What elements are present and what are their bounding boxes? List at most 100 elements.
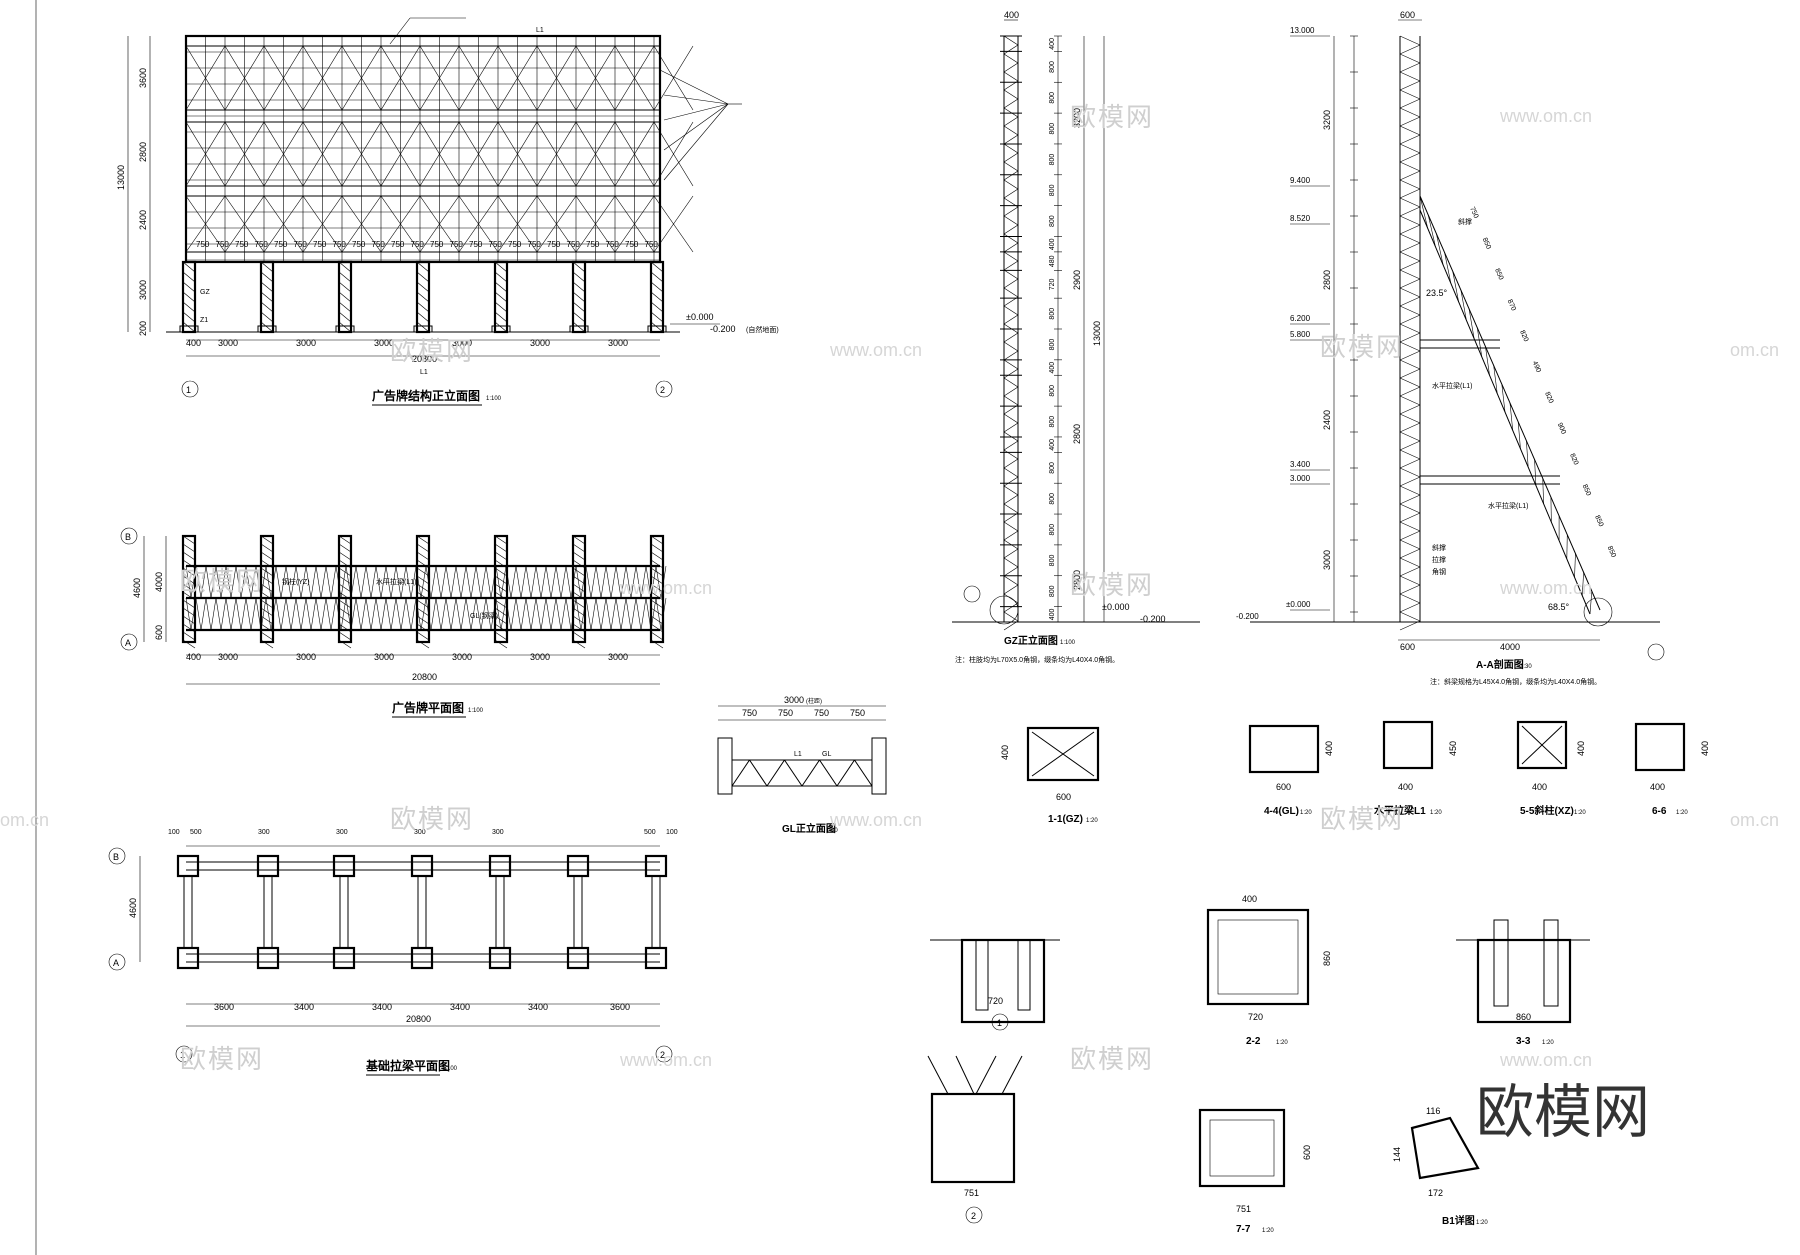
plan-lacing: [540, 597, 547, 631]
gz-lacing-diag: [1003, 377, 1019, 388]
plan-lacing: [460, 597, 467, 631]
plan-lacing: [625, 597, 632, 631]
detail-1-marker: [991, 1013, 1009, 1031]
elevation-left-dim-5: 200: [138, 321, 148, 336]
gz-lacing-diag: [1003, 305, 1019, 316]
elevation-ground-note: (自然地面): [746, 325, 779, 334]
plan-lacing: [240, 565, 247, 599]
plan-lacing: [575, 565, 582, 599]
plan-lacing: [220, 565, 227, 599]
elevation-brace: [283, 195, 304, 225]
plan-lacing: [600, 565, 607, 599]
foundation-pier-b: [176, 854, 200, 878]
plan-lacing: [245, 565, 252, 599]
watermark-cn-3: 欧模网: [1320, 332, 1404, 362]
plan-lacing: [615, 565, 622, 599]
detail-3-width: 860: [1516, 1012, 1531, 1022]
foundation-frame: [176, 845, 668, 970]
aa-lacing-diag: [1399, 503, 1421, 514]
aa-brace-dim: 870: [1506, 298, 1517, 312]
detail-4-marker: [965, 1206, 983, 1224]
aa-brace-dim: 850: [1593, 514, 1604, 528]
aa-level-value: 6.200: [1290, 314, 1311, 323]
gz-lacing-diag: [1003, 251, 1019, 262]
gl-sub-dim-3: 750: [814, 708, 829, 718]
plan-column-lacing: [572, 535, 586, 545]
gz-seg-dim: 800: [1049, 61, 1056, 73]
plan-column-lacing: [650, 599, 664, 609]
elevation-column-lacing: [494, 291, 508, 303]
elevation-brace: [400, 77, 421, 111]
foundation-bay-dim-2: 3400: [294, 1002, 314, 1012]
gl-top-note: (柱距): [806, 697, 822, 705]
plan-column-lacing: [338, 575, 352, 585]
aa-level-value: -0.200: [1236, 612, 1259, 621]
elevation-brace: [419, 45, 440, 79]
plan-lacing: [585, 597, 592, 631]
elevation-column-lacing: [260, 261, 274, 273]
plan-scale: 1:100: [468, 708, 484, 714]
plan-lacing: [305, 597, 312, 631]
aa-lacing-diag: [1399, 170, 1421, 181]
plan-column-lacing: [572, 551, 586, 561]
elevation-column-lacing: [338, 301, 352, 313]
gz-lacing-diag: [1003, 458, 1019, 469]
gz-lacing-diag: [1003, 494, 1019, 505]
plan-column-lacing: [338, 639, 352, 649]
plan-column-lacing: [572, 639, 586, 649]
aa-lacing-diag: [1399, 80, 1421, 91]
elevation-brace: [595, 77, 616, 111]
foundation-pier-a: [256, 946, 280, 970]
elevation-brace: [341, 195, 362, 225]
plan-lacing: [430, 565, 437, 599]
gl-left-column: [717, 737, 733, 795]
elevation-brace: [224, 121, 245, 155]
plan-grid-marker-b: [120, 527, 138, 545]
plan-lacing: [605, 565, 612, 599]
aa-lacing-diag: [1399, 143, 1421, 154]
section-1-box: [1026, 726, 1100, 782]
aa-lacing-diag: [1399, 557, 1421, 568]
elevation-column-lacing: [572, 311, 586, 323]
plan-column-lacing: [572, 631, 586, 641]
foundation-bay-dim-5: 3400: [528, 1002, 548, 1012]
section-5-title: 5-5斜柱(XZ): [1520, 804, 1574, 817]
elevation-brace: [653, 195, 674, 225]
elevation-brace: [634, 121, 655, 155]
gz-seg-dim: 800: [1049, 154, 1056, 166]
plan-column-lacing: [572, 591, 586, 601]
elevation-brace: [283, 153, 304, 187]
elevation-label-z1: Z1: [200, 317, 208, 324]
foundation-grid-marker-2: [655, 1045, 673, 1063]
elevation-brace: [283, 223, 304, 253]
aa-lacing-diag: [1399, 242, 1421, 253]
gz-total-height: 13000: [1092, 321, 1102, 346]
plan-lacing: [330, 597, 337, 631]
elevation-column-lacing: [338, 281, 352, 293]
watermark-url-7: www.om.cn: [829, 810, 922, 830]
plan-lacing: [515, 597, 522, 631]
gz-lacing-diag: [1003, 188, 1019, 199]
gz-lacing-diag: [1003, 116, 1019, 127]
gz-lacing-diag: [1003, 179, 1019, 190]
foundation-bay-dim-6: 3600: [610, 1002, 630, 1012]
plan-lacing: [640, 565, 647, 599]
plan-lacing: [585, 565, 592, 599]
gz-seg-dim: 800: [1049, 215, 1056, 227]
aa-lacing-diag: [1399, 494, 1421, 505]
foundation-grid-label-a: A: [113, 958, 119, 968]
elevation-panel-dim: 750: [625, 240, 639, 249]
elevation-panel-dim: 750: [469, 240, 483, 249]
plan-lacing: [595, 565, 602, 599]
foundation-pier-b: [644, 854, 668, 878]
aa-lacing-diag: [1399, 521, 1421, 532]
plan-column-lacing: [494, 543, 508, 553]
elevation-column-lacing: [650, 301, 664, 313]
plan-column-lacing: [182, 559, 196, 569]
plan-column: [571, 534, 587, 644]
elevation-brace: [380, 121, 401, 155]
elevation-panel-dim: 750: [313, 240, 327, 249]
aa-angle-base: 68.5°: [1548, 602, 1570, 612]
plan-bay-dim-2: 3000: [296, 652, 316, 662]
plan-column-lacing: [650, 615, 664, 625]
